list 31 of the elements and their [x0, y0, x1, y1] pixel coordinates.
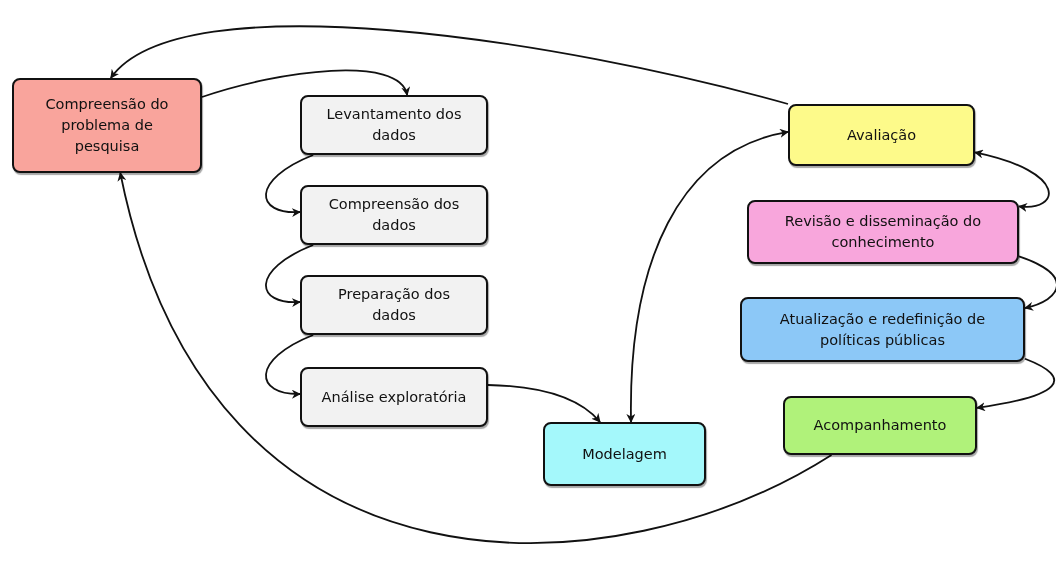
step-label: Preparação dos dados [337, 285, 451, 325]
arrow [118, 172, 833, 544]
process-box [788, 104, 975, 166]
process-box [300, 185, 488, 245]
process-box [740, 297, 1025, 362]
arrow [265, 334, 315, 399]
step-label: Levantamento dos dados [325, 105, 463, 145]
process-box [12, 78, 202, 173]
step-label: Modelagem [582, 444, 667, 464]
process-box [300, 275, 488, 335]
step-label: Acompanhamento [813, 416, 947, 435]
arrow [201, 69, 409, 98]
arrow [487, 384, 601, 423]
process-box [300, 367, 488, 427]
arrow [265, 244, 315, 307]
step-label: Compreensão do problema de pesquisa [44, 95, 170, 156]
process-box [543, 422, 706, 486]
process-box [783, 396, 977, 455]
step-label: Revisão e disseminação do conhecimento [783, 212, 983, 252]
arrow [109, 25, 789, 105]
arrow [265, 154, 315, 217]
arrow [974, 149, 1050, 212]
arrow [626, 129, 789, 423]
step-label: Análise exploratória [321, 387, 467, 407]
process-box [747, 200, 1019, 264]
step-label: Atualização e redefinição de políticas públicas [778, 309, 987, 350]
process-box [300, 95, 488, 155]
step-label: Avaliação [846, 125, 917, 145]
step-label: Compreensão dos dados [327, 195, 461, 235]
arrow [1018, 255, 1056, 311]
arrow [976, 357, 1055, 411]
